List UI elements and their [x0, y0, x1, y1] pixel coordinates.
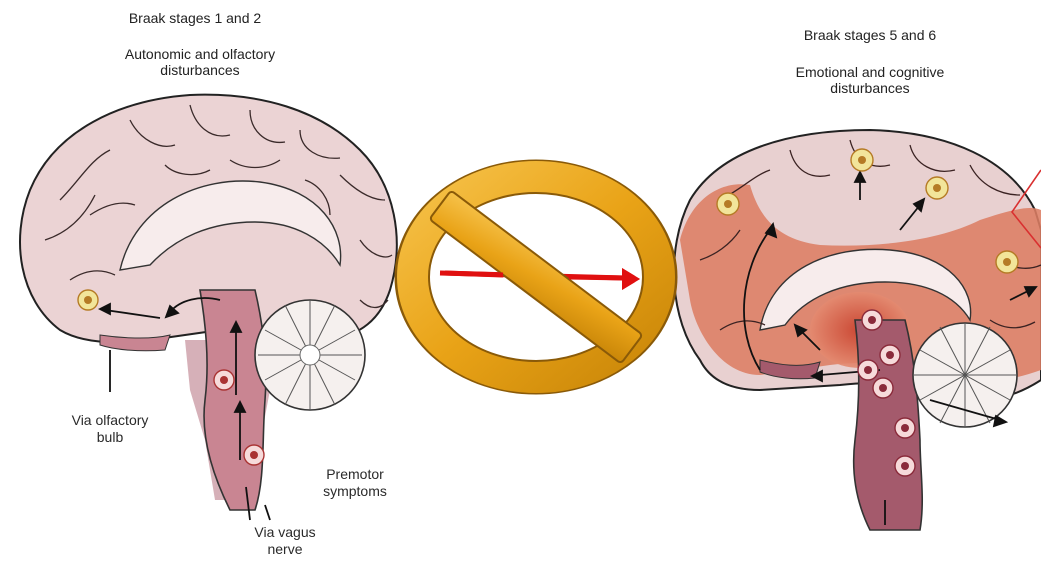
- right-subtitle: Emotional and cognitive disturbances: [750, 64, 990, 96]
- label-olfactory-bulb: Via olfactory bulb: [40, 412, 180, 446]
- right-subtitle-line1: Emotional and cognitive: [750, 64, 990, 80]
- lewy-body-marker: [244, 445, 264, 465]
- label-olfactory-line1: Via olfactory: [40, 412, 180, 429]
- left-subtitle: Autonomic and olfactory disturbances: [90, 46, 310, 78]
- lewy-body-marker: [858, 360, 878, 380]
- left-cerebellum: [255, 300, 365, 410]
- lewy-body-marker: [851, 149, 873, 171]
- lewy-body-marker: [895, 418, 915, 438]
- label-vagus-line2: nerve: [230, 541, 340, 558]
- right-cerebellum: [913, 323, 1017, 427]
- right-brain: [674, 130, 1041, 530]
- left-title: Braak stages 1 and 2: [95, 10, 295, 26]
- right-subtitle-line2: disturbances: [750, 80, 990, 96]
- label-vagus-line1: Via vagus: [230, 524, 340, 541]
- left-subtitle-line2: disturbances: [90, 62, 310, 78]
- left-brain: [20, 95, 397, 520]
- label-premotor-line1: Premotor: [300, 466, 410, 483]
- lewy-body-marker: [996, 251, 1018, 273]
- lewy-body-marker: [880, 345, 900, 365]
- label-olfactory-line2: bulb: [40, 429, 180, 446]
- label-premotor-line2: symptoms: [300, 483, 410, 500]
- lewy-body-marker: [895, 456, 915, 476]
- left-brainstem: [200, 290, 266, 510]
- lewy-body-marker: [717, 193, 739, 215]
- lewy-body-marker: [862, 310, 882, 330]
- lewy-body-marker: [873, 378, 893, 398]
- lewy-body-marker: [926, 177, 948, 199]
- lewy-body-marker: [78, 290, 98, 310]
- lewy-body-marker: [214, 370, 234, 390]
- label-vagus-nerve: Via vagus nerve: [230, 524, 340, 558]
- right-title: Braak stages 5 and 6: [770, 27, 970, 43]
- left-subtitle-line1: Autonomic and olfactory: [90, 46, 310, 62]
- right-title-text: Braak stages 5 and 6: [804, 27, 936, 43]
- left-title-text: Braak stages 1 and 2: [129, 10, 261, 26]
- label-premotor-symptoms: Premotor symptoms: [300, 466, 410, 500]
